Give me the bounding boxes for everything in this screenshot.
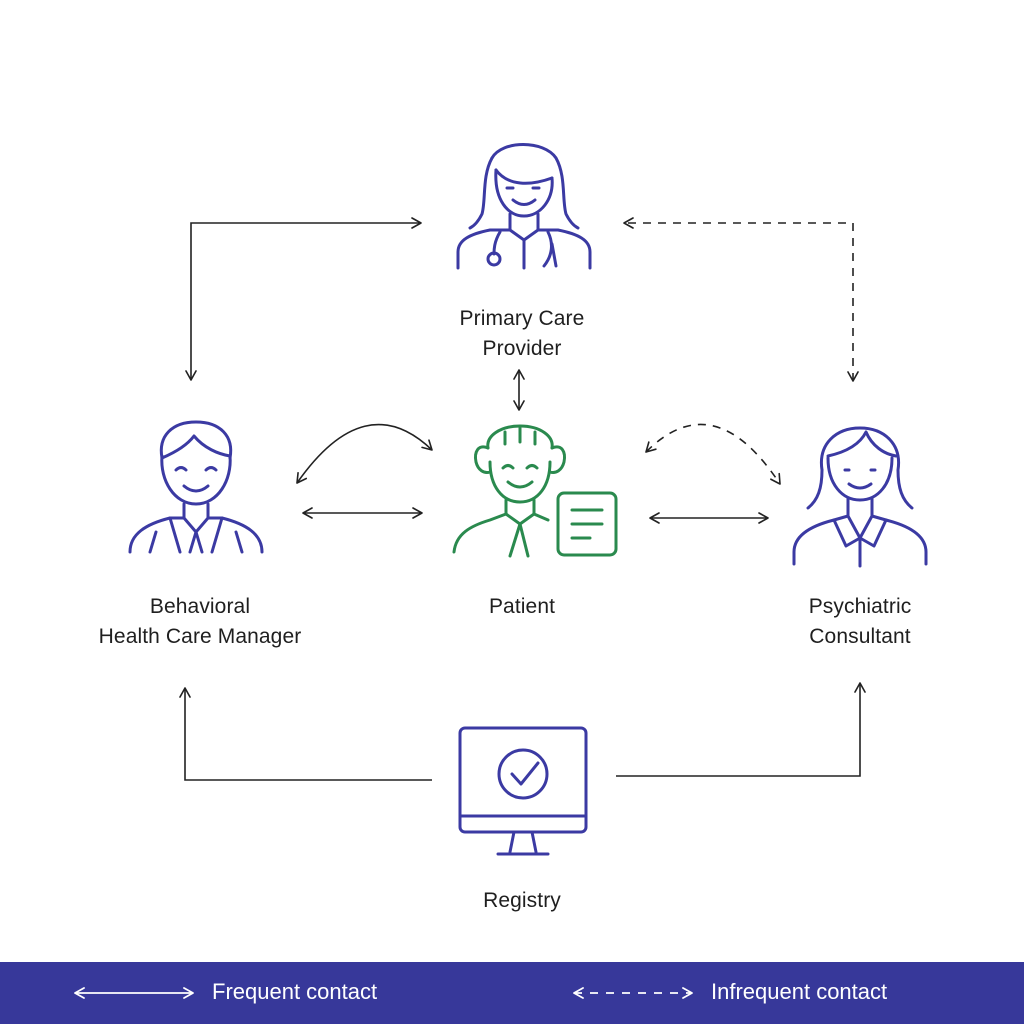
psychiatric-consultant-label: Psychiatric Consultant [740, 592, 980, 652]
primary-care-provider-label: Primary Care Provider [400, 304, 644, 364]
registry-label-line-1: Registry [483, 889, 561, 912]
psychiatric-consultant-label-line-2: Consultant [809, 625, 911, 648]
connector-bhcm-pcp [185, 217, 422, 381]
connector-patient-psych-curved [645, 423, 781, 485]
patient-label: Patient [430, 592, 614, 622]
legend-infrequent-label: Infrequent contact [711, 979, 888, 1004]
female-consultant-icon [792, 426, 928, 568]
legend-frequent-label: Frequent contact [212, 979, 378, 1004]
elderly-patient-with-document-icon [452, 424, 618, 558]
primary-care-provider-label-line-1: Primary Care [459, 307, 585, 330]
primary-care-provider-label-line-2: Provider [482, 337, 562, 360]
psychiatric-consultant-label-line-1: Psychiatric [808, 595, 912, 618]
female-doctor-icon [456, 143, 592, 270]
monitor-checkmark-icon [458, 726, 588, 856]
connector-registry-bhcm [179, 687, 432, 781]
behavioral-health-care-manager-label: Behavioral Health Care Manager [40, 592, 360, 652]
registry-label: Registry [430, 886, 614, 916]
connector-bhcm-patient-curved [296, 423, 433, 484]
patient-label-line-1: Patient [488, 595, 556, 618]
connector-psych-pcp [623, 217, 859, 382]
legend-symbols [74, 987, 693, 999]
behavioral-health-care-manager-label-line-1: Behavioral [149, 595, 251, 618]
legend-bar: Frequent contact Infrequent contact [0, 962, 1024, 1024]
connector-registry-psych [616, 682, 866, 777]
male-professional-icon [128, 420, 264, 554]
behavioral-health-care-manager-label-line-2: Health Care Manager [98, 625, 302, 648]
